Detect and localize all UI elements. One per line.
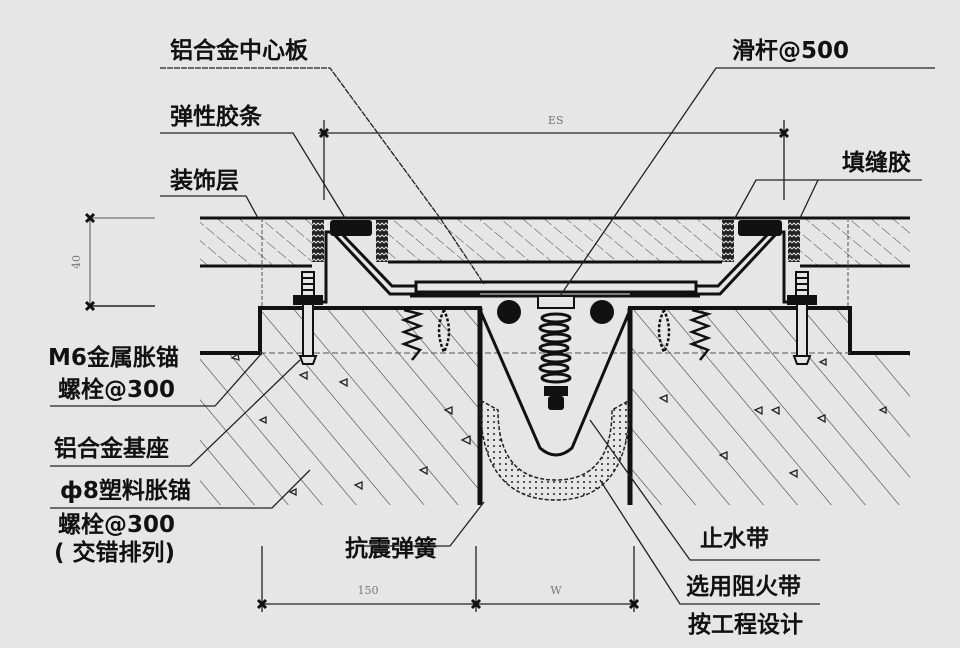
label-m6-anchor-line1: M6金属胀锚	[48, 344, 179, 371]
elastic-strip-right	[738, 220, 782, 236]
aggregate-marks	[230, 352, 887, 497]
joint-sealant-right-outer	[788, 220, 800, 262]
dimension-bottom-left-label: 150	[358, 584, 379, 597]
dimension-bottom: 150 W	[256, 546, 640, 612]
plastic-anchor-left	[400, 308, 451, 361]
dimension-left: 40	[70, 212, 155, 312]
joint-sealant-left-inner	[376, 220, 388, 262]
label-joint-sealant: 填缝胶	[842, 149, 911, 176]
leader-lines	[50, 67, 935, 605]
seismic-spring	[537, 295, 575, 410]
joint-sealant-left-outer	[312, 220, 324, 262]
dimension-left-label: 40	[70, 255, 83, 269]
m6-anchor-bolt-left	[293, 271, 323, 365]
fire-barrier	[479, 398, 631, 501]
label-fire-barrier-line2: 按工程设计	[688, 611, 803, 638]
label-plastic-anchor-line2: 螺栓@300	[58, 512, 175, 538]
plastic-anchor-right	[657, 308, 713, 361]
waterstop	[478, 309, 632, 457]
label-fire-barrier-line1: 选用阻火带	[686, 574, 801, 600]
concrete-slab-left	[200, 306, 482, 505]
dimension-bottom-right-label: W	[550, 584, 562, 597]
elastic-strip-left	[330, 220, 372, 236]
label-waterstop: 止水带	[700, 526, 769, 552]
concrete-slab-right	[628, 306, 910, 505]
label-elastic-strip: 弹性胶条	[170, 103, 262, 130]
label-slide-bar: 滑杆@500	[732, 38, 849, 64]
roller-right	[590, 300, 614, 324]
label-plastic-anchor-line3: ( 交错排列)	[54, 539, 175, 566]
label-finish-layer: 装饰层	[170, 167, 239, 194]
label-plastic-anchor-line1: ф8塑料胀锚	[60, 478, 191, 504]
dimension-top: ES	[318, 114, 790, 200]
label-center-plate: 铝合金中心板	[170, 37, 309, 64]
label-seismic-spring: 抗震弹簧	[345, 535, 437, 562]
finish-layer-left	[200, 216, 312, 308]
joint-sealant-right-inner	[722, 220, 734, 262]
roller-left	[497, 300, 521, 324]
m6-anchor-bolt-right	[787, 271, 817, 365]
label-m6-anchor-line2: 螺栓@300	[58, 377, 175, 403]
dimension-top-label: ES	[548, 114, 564, 127]
finish-layer-right	[800, 216, 910, 308]
finish-layer-center	[312, 216, 800, 264]
label-base-seat: 铝合金基座	[54, 435, 169, 462]
